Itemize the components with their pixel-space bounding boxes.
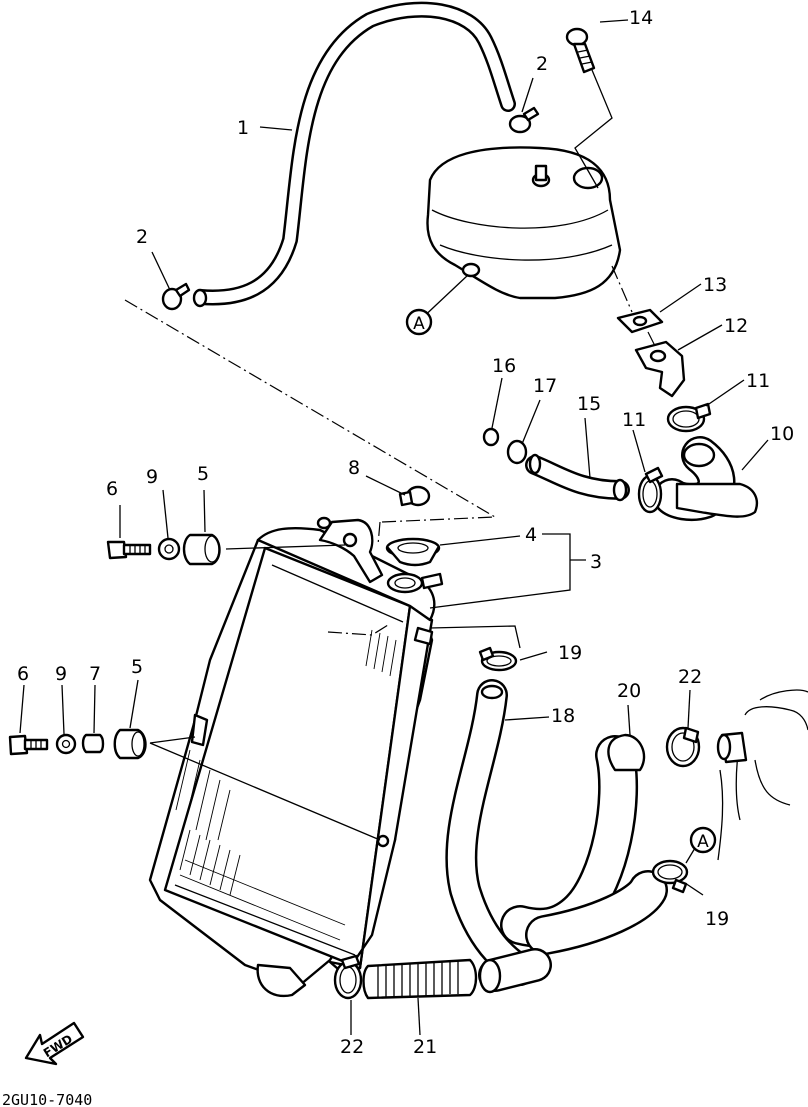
o-ring-16 [482, 427, 500, 447]
hose-clamp-11-lower [637, 466, 664, 514]
centerline-mount [377, 521, 381, 546]
hose-clamp-22-upper [665, 726, 701, 768]
callout-16: 16 [492, 355, 516, 377]
leader-lines [19, 19, 769, 1036]
leader-upper-mount [225, 544, 346, 550]
engine-water-pump-stub [716, 689, 808, 861]
pipe-15 [525, 453, 630, 502]
hose-clamp-22-lower [333, 954, 363, 1000]
callout-5: 5 [131, 656, 143, 678]
callout-13: 13 [703, 274, 727, 296]
hose-junction [478, 948, 552, 994]
o-ring-17 [506, 439, 528, 465]
callout-3: 3 [590, 551, 602, 573]
callout-8: 8 [348, 457, 360, 479]
callout-21: 21 [413, 1036, 437, 1058]
hose-clamp-11-upper [666, 402, 712, 433]
hose-10 [653, 436, 759, 522]
callout-20: 20 [617, 680, 641, 702]
diagram-code: 2GU10-7040 [2, 1091, 92, 1107]
callout-9: 9 [146, 466, 158, 488]
callout-19: 19 [558, 642, 582, 664]
callout-15: 15 [577, 393, 601, 415]
radiator-cap-4 [385, 537, 441, 567]
grommet-5-upper [182, 533, 221, 566]
radiator-fins [175, 629, 397, 941]
ref-marker-a-hose: A [689, 826, 717, 854]
centerline-reservoir [611, 265, 656, 347]
callout-2: 2 [136, 226, 148, 248]
ref-marker-a-label: A [413, 314, 425, 334]
callout-9: 9 [55, 663, 67, 685]
callout-6: 6 [106, 478, 118, 500]
hose-1 [192, 1, 516, 308]
washer-9-lower-hole [61, 739, 71, 749]
callout-1: 1 [237, 117, 249, 139]
washer-9-upper [157, 537, 181, 561]
ref-marker-a-label: A [697, 832, 709, 852]
hose-clamp-19-upper [478, 646, 518, 672]
callout-11: 11 [622, 409, 646, 431]
callout-5: 5 [197, 463, 209, 485]
callout-18: 18 [551, 705, 575, 727]
corrugated-hose-21 [362, 958, 478, 1000]
callouts: 1 2 2 3 4 5 5 6 6 7 8 9 9 10 11 11 12 13… [17, 7, 794, 1058]
callout-17: 17 [533, 375, 557, 397]
callout-6: 6 [17, 663, 29, 685]
callout-11: 11 [746, 370, 770, 392]
callout-22: 22 [340, 1036, 364, 1058]
ref-marker-a-reservoir: A [405, 308, 433, 336]
callout-10: 10 [770, 423, 794, 445]
reservoir-tank [426, 146, 622, 300]
hose-clip-2-upper [508, 106, 540, 134]
bolt-8 [398, 485, 431, 507]
bolt-6-lower [8, 734, 49, 756]
collar-7 [81, 733, 105, 754]
bolt-14 [565, 27, 613, 189]
callout-2: 2 [536, 53, 548, 75]
outlet-fitting-12 [634, 340, 686, 398]
callout-22: 22 [678, 666, 702, 688]
radiator-assembly [148, 516, 444, 998]
washer-9-lower [55, 733, 77, 755]
forward-direction-arrow: FWD [24, 1021, 85, 1066]
hose-20 [500, 733, 668, 955]
callout-7: 7 [89, 663, 101, 685]
washer-9-upper-hole [164, 544, 174, 554]
callout-14: 14 [629, 7, 653, 29]
hose-clamp-19-lower [651, 859, 689, 894]
hose-18 [445, 679, 536, 986]
bolt-6-upper [106, 540, 152, 560]
centerline-overflow [124, 299, 498, 523]
callout-4: 4 [525, 524, 537, 546]
centerline-radiator-top [327, 624, 389, 636]
leader-lower-mount [149, 736, 381, 841]
callout-12: 12 [724, 315, 748, 337]
hose-clip-2-lower [161, 282, 191, 311]
gasket-13 [616, 308, 664, 334]
callout-19: 19 [705, 908, 729, 930]
grommet-5-lower [113, 728, 147, 760]
